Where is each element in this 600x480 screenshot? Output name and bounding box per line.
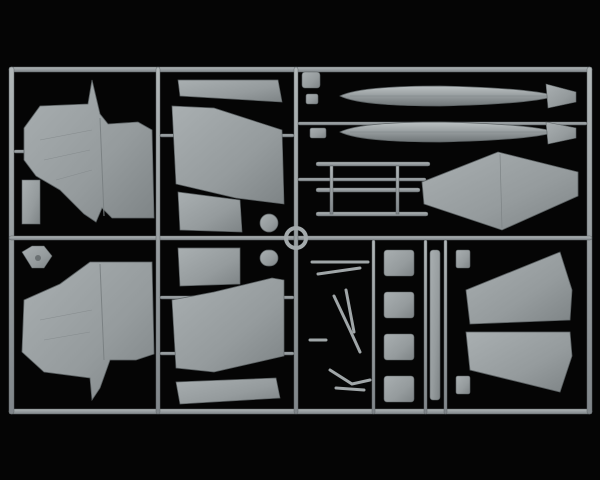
landing-gear-parts (308, 260, 372, 392)
frame-middle-rail (8, 235, 593, 241)
panel-group-top (171, 79, 285, 233)
small-parts-top (301, 71, 327, 139)
sprue-frame (8, 66, 593, 415)
frame-bottom-rail (8, 408, 593, 415)
fuselage-half-top (21, 79, 155, 225)
drop-tank-lower (339, 121, 577, 145)
sprue-ring (284, 226, 308, 250)
frame-vertical-rail-2 (293, 66, 299, 415)
frame-vertical-rail-4 (443, 239, 448, 415)
delta-wing (421, 151, 579, 231)
frame-left-rail (8, 66, 15, 415)
frame-right-rail (586, 66, 593, 415)
drop-tank-upper (339, 83, 577, 109)
frame-vertical-rail-1 (155, 66, 161, 415)
small-blocks (383, 249, 441, 403)
frame-vertical-rail-5 (371, 239, 376, 415)
tail-fins (465, 251, 573, 393)
panel-group-bottom (171, 247, 285, 405)
rods (315, 161, 431, 217)
frame-vertical-rail-3 (423, 239, 428, 415)
small-parts-bottom (455, 249, 471, 395)
frame-short-rail-3 (297, 177, 427, 182)
frame-top-rail (8, 66, 593, 73)
fuselage-half-bottom (21, 245, 155, 402)
